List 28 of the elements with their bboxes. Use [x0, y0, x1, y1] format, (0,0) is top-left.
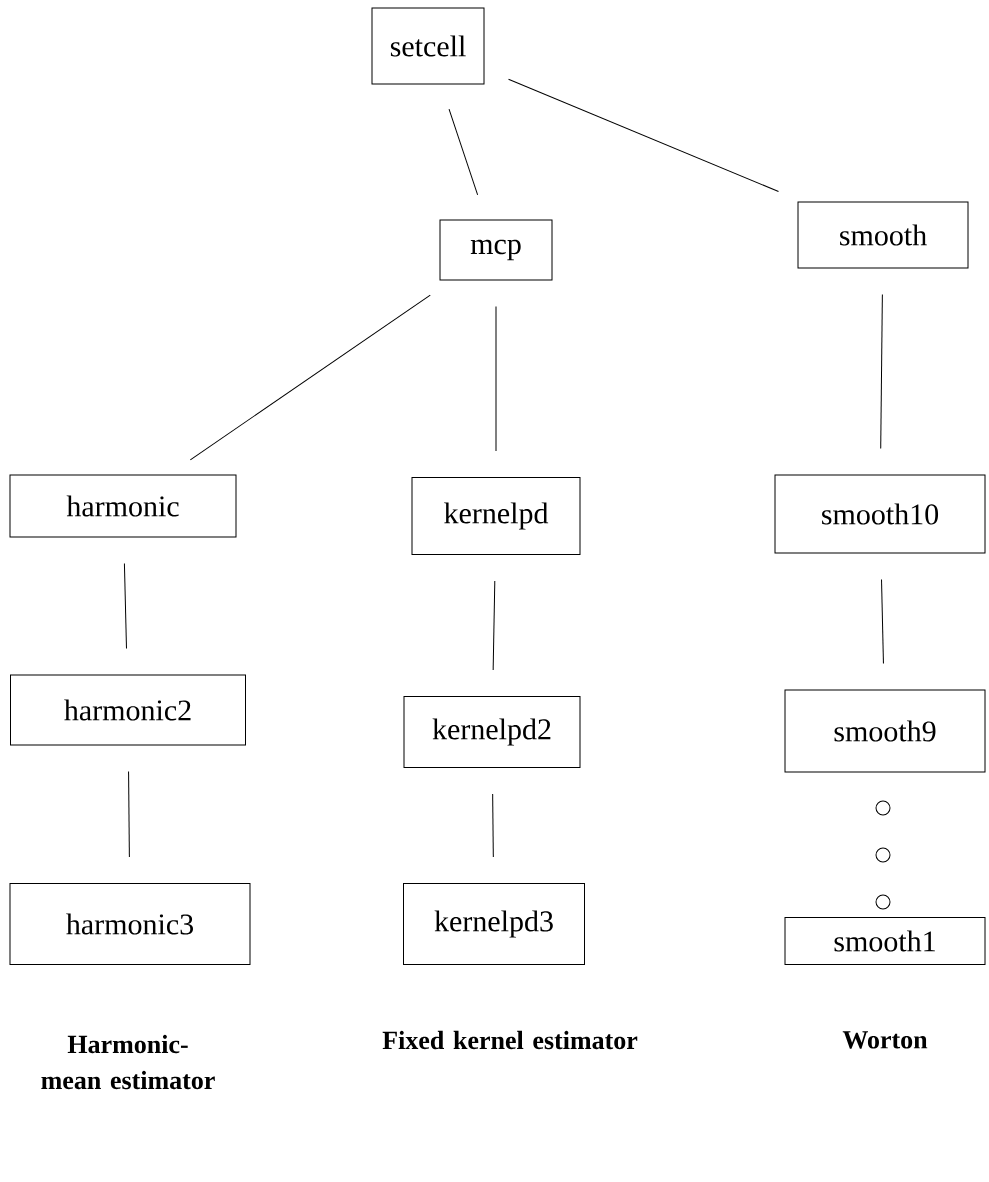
process-box: smooth [797, 201, 969, 269]
circle-dot [875, 800, 891, 816]
caption-label: Worton [842, 1031, 928, 1049]
circle-dot [875, 847, 891, 863]
caption-label: Fixed kernel estimator [382, 1030, 638, 1050]
connector-line [508, 78, 780, 192]
process-box: harmonic2 [10, 674, 246, 746]
connector-line [492, 580, 496, 671]
connector-line [128, 771, 130, 858]
process-box: harmonic [9, 474, 237, 538]
process-box: setcell [371, 7, 485, 85]
process-box: harmonic3 [9, 883, 251, 965]
connector-line [880, 294, 883, 449]
caption-label: Harmonic-mean estimator [41, 1034, 215, 1090]
connector-line [189, 294, 431, 461]
process-box: smooth9 [784, 689, 986, 773]
process-box: smooth1 [784, 917, 986, 965]
process-box: kernelpd [411, 477, 581, 555]
circle-dot [875, 894, 891, 910]
process-box: smooth10 [774, 474, 986, 554]
connector-line [492, 793, 494, 858]
process-box: kernelpd3 [403, 883, 585, 965]
process-box: kernelpd2 [403, 696, 581, 768]
connector-line [495, 306, 497, 452]
process-box: mcp [439, 219, 553, 281]
connector-line [123, 563, 127, 649]
connector-line [448, 108, 479, 196]
connector-line [881, 579, 884, 664]
